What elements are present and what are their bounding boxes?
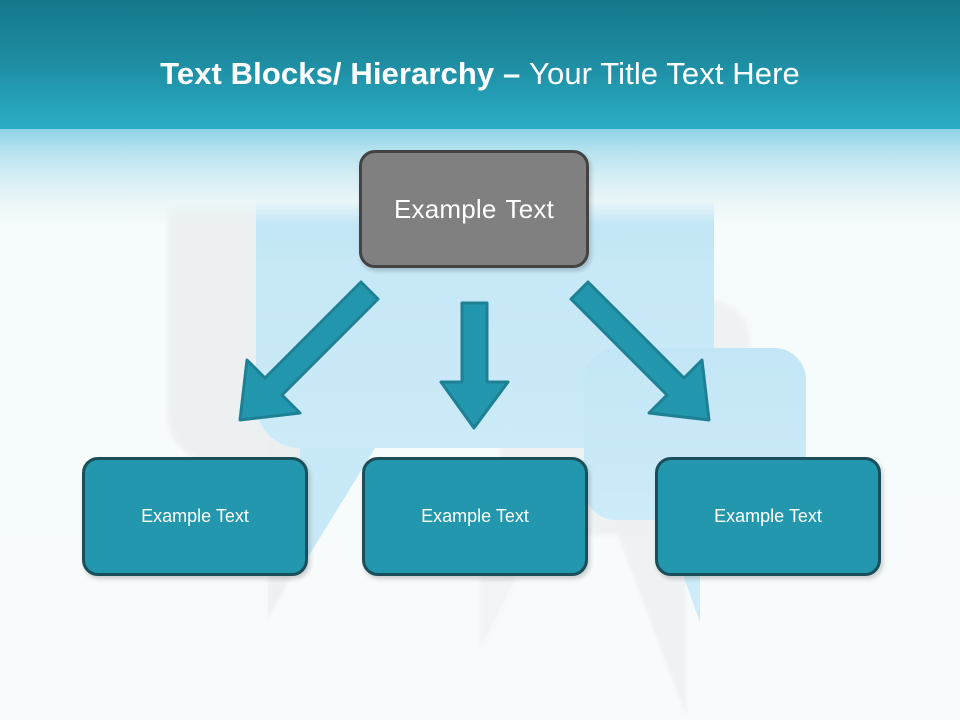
page-title-bold: Text Blocks/ Hierarchy – <box>160 56 530 91</box>
child-node-box-2[interactable]: Example Text <box>362 457 588 576</box>
child-node-label-1: Example Text <box>141 506 249 526</box>
child-node-box-3[interactable]: Example Text <box>655 457 881 576</box>
child-node-label-2: Example Text <box>421 506 529 526</box>
header-band <box>0 0 960 129</box>
page-title: Text Blocks/ Hierarchy – Your Title Text… <box>0 52 960 96</box>
child-node-label-3: Example Text <box>714 506 822 526</box>
child-node-box-1[interactable]: Example Text <box>82 457 308 576</box>
page-title-light: Your Title Text Here <box>529 56 800 91</box>
